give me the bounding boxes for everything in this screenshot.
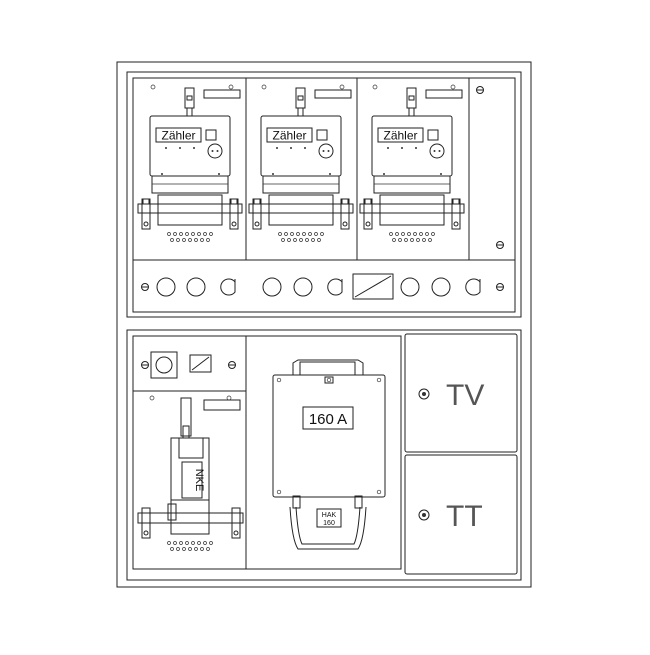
hak-tag	[316, 508, 342, 528]
fuse-strip	[132, 259, 516, 313]
meter-3: Zähler	[359, 84, 465, 242]
fuse-switch-icon	[352, 273, 394, 300]
screw-icon	[141, 361, 149, 369]
meter-body	[371, 115, 453, 177]
nke-panel: NKE	[132, 335, 247, 570]
cabinet-outline	[116, 61, 532, 588]
meter-display	[266, 127, 313, 143]
nke-label: NKE	[193, 469, 205, 492]
lower-section: NKE 160 A	[126, 329, 522, 581]
terminal-block	[167, 541, 213, 551]
meter-body	[260, 115, 342, 177]
meter-2: Zähler	[248, 84, 354, 242]
meter-section: Zähler	[126, 71, 522, 318]
meter-display	[155, 127, 202, 143]
screw-icon	[496, 283, 504, 291]
lock-icon	[418, 509, 430, 521]
meter-section-frame	[126, 71, 522, 318]
tv-label: TV	[446, 379, 484, 412]
meter-display	[377, 127, 424, 143]
meter-label: Zähler	[161, 129, 195, 143]
tt-compartment: TT	[404, 454, 518, 575]
lock-icon	[418, 388, 430, 400]
meter-body	[149, 115, 231, 177]
meter-label: Zähler	[272, 129, 306, 143]
main-fuse-box	[272, 374, 386, 498]
terminal-block	[167, 232, 213, 242]
fuse-switch-icon	[189, 354, 212, 373]
screw-icon	[496, 241, 504, 249]
main-fuse-label-box	[302, 406, 354, 430]
lower-section-frame	[126, 329, 522, 581]
hak-tag-line1: HAK	[322, 512, 337, 519]
terminal-block	[278, 232, 324, 242]
screw-icon	[141, 283, 149, 291]
nke-module	[181, 461, 203, 499]
knockout-hole-icon	[156, 277, 481, 297]
terminal-block	[389, 232, 435, 242]
meter-1: Zähler	[137, 84, 243, 242]
tv-compartment: TV	[404, 333, 518, 453]
hak-tag-line2: 160	[323, 520, 335, 527]
meter-label: Zähler	[383, 129, 417, 143]
main-fuse-label: 160 A	[309, 411, 347, 428]
meter-field-frame	[132, 77, 516, 261]
screw-icon	[476, 86, 484, 94]
tt-label: TT	[446, 500, 483, 533]
hak-panel: 160 A HAK 160	[245, 335, 402, 570]
screw-icon	[228, 361, 236, 369]
pushbutton	[150, 351, 178, 379]
